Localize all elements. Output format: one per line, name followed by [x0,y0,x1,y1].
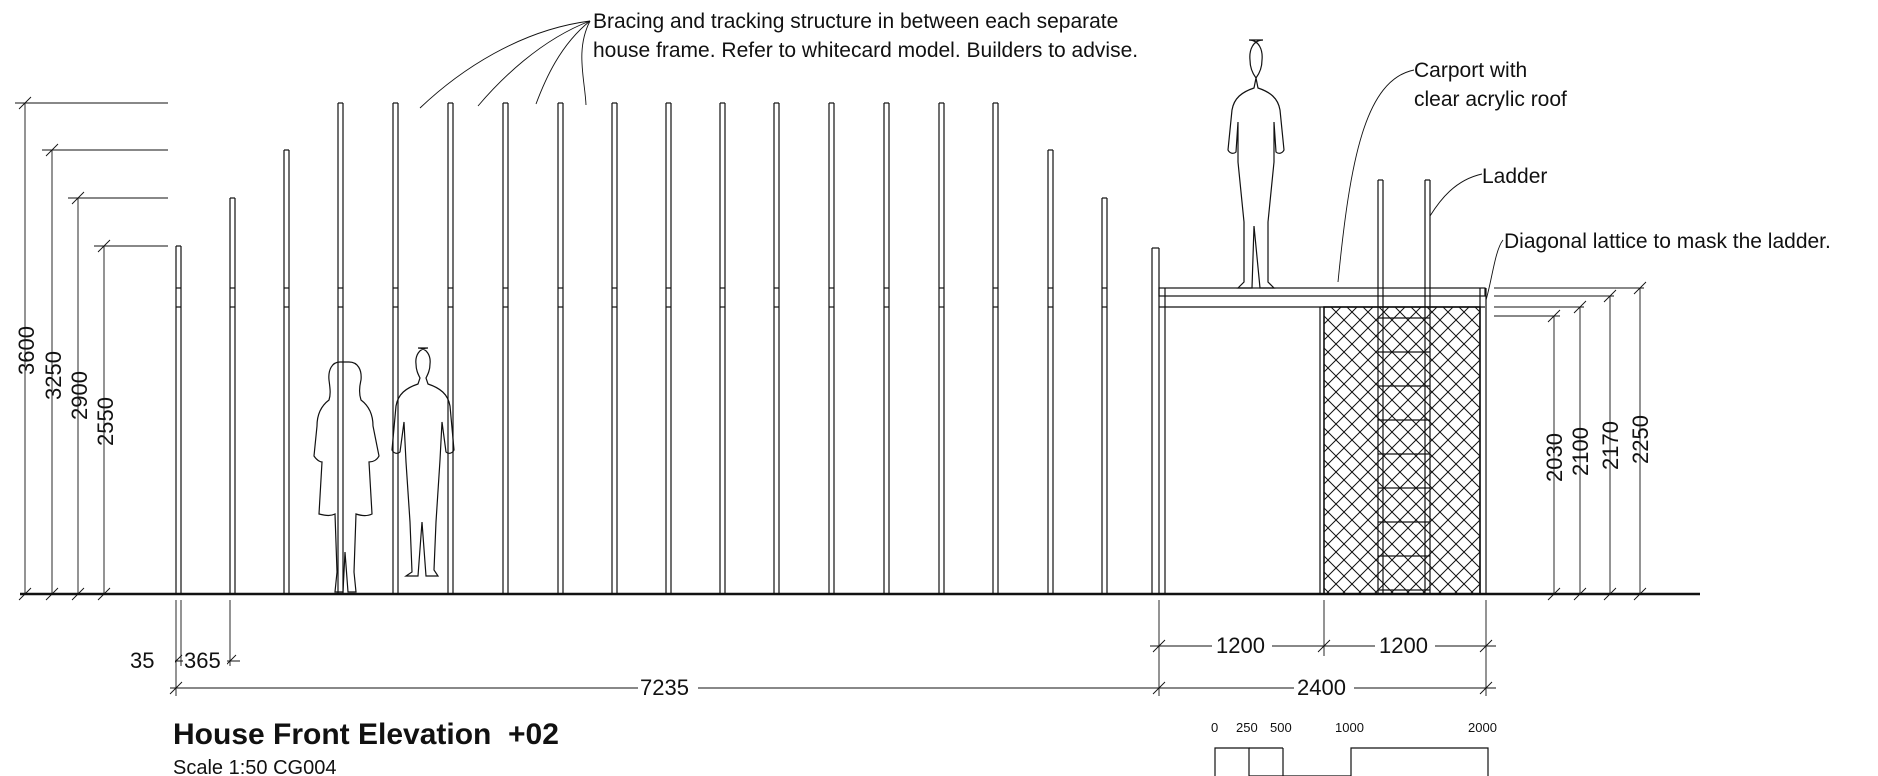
frame-post [283,149,290,594]
frame-post [938,102,945,594]
scale-label-2000: 2000 [1468,720,1497,735]
house-frames [175,102,1108,594]
dim-1200-left: 1200 [1216,633,1265,658]
dim-2900: 2900 [67,371,92,420]
frame-post [175,245,182,594]
frame-post [337,102,344,594]
scale-label-0: 0 [1211,720,1218,735]
dim-365: 365 [184,648,221,673]
frame-post [557,102,564,594]
frame-post [883,102,890,594]
drawing-title: House Front Elevation +02 [173,718,559,751]
frame-post [719,102,726,594]
frame-post [773,102,780,594]
scale-label-500: 500 [1270,720,1292,735]
lattice-note: Diagonal lattice to mask the ladder. [1504,230,1831,253]
dim-3600: 3600 [14,326,39,375]
dim-35: 35 [130,648,154,673]
person-on-roof-icon [1227,39,1285,289]
bracing-note-line2: house frame. Refer to whitecard model. B… [593,39,1138,62]
frame-post [992,102,999,594]
ladder [1377,179,1431,594]
scale-label-1000: 1000 [1335,720,1364,735]
dim-2550: 2550 [93,397,118,446]
frame-post [828,102,835,594]
frame-post [611,102,618,594]
dim-1200-right: 1200 [1379,633,1428,658]
frame-post [447,102,454,594]
scale-label-250: 250 [1236,720,1258,735]
dim-2100: 2100 [1568,427,1593,476]
man-figure-icon [391,347,455,577]
woman-figure-icon [313,361,380,593]
annotation-leaders [419,20,1504,301]
frame-post [665,102,672,594]
ladder-note: Ladder [1482,165,1547,188]
carport-note-line2: clear acrylic roof [1414,88,1567,111]
dim-7235: 7235 [640,675,689,700]
frame-post [1047,149,1054,594]
dim-2030: 2030 [1542,433,1567,482]
drawing-subtitle: Scale 1:50 CG004 [173,757,336,776]
dim-2170: 2170 [1598,421,1623,470]
bracing-note-line1: Bracing and tracking structure in betwee… [593,10,1118,33]
frame-post [1101,197,1108,594]
carport-note-line1: Carport with [1414,59,1527,82]
bottom-dimensions: 35 365 7235 1200 1200 2400 [130,600,1496,700]
dim-3250: 3250 [41,351,66,400]
left-height-dimensions: 3600 3250 2900 2550 [14,96,168,601]
dim-2250: 2250 [1628,415,1653,464]
scale-bar: 0 250 500 1000 2000 [1211,720,1497,776]
frame-post [502,102,509,594]
frame-post [229,197,236,594]
dim-2400: 2400 [1297,675,1346,700]
frame-post [392,102,399,594]
diagonal-lattice-panel [1323,306,1481,595]
right-height-dimensions: 2030 2100 2170 2250 [1494,281,1653,601]
